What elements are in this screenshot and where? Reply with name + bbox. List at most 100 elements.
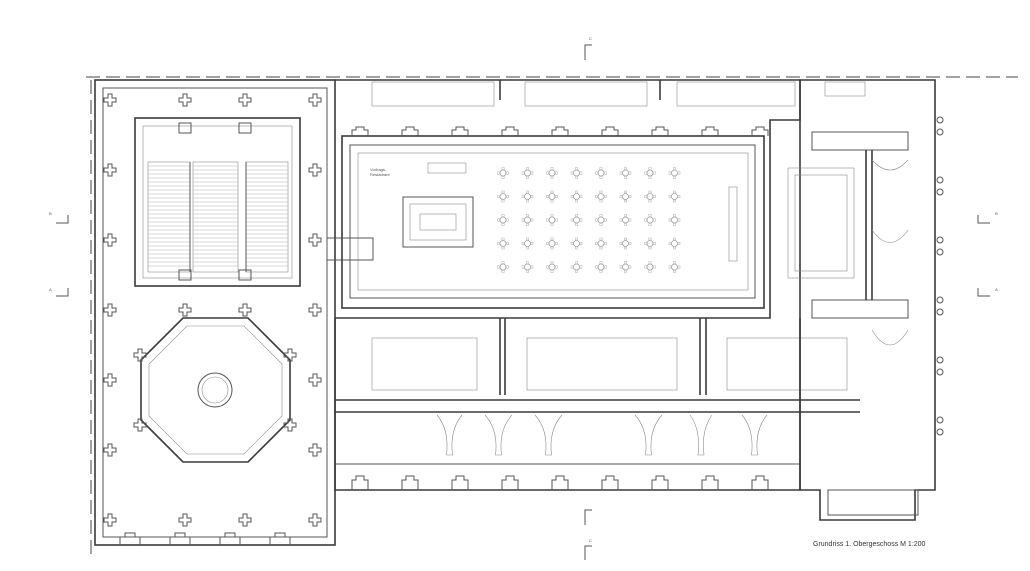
chair	[595, 218, 598, 222]
chair	[501, 246, 505, 250]
table	[524, 240, 531, 247]
table	[597, 193, 605, 200]
chair	[653, 171, 656, 175]
table	[622, 169, 629, 177]
pilaster-east	[936, 188, 944, 196]
chair	[604, 218, 607, 222]
chair	[555, 242, 558, 245]
chair	[579, 195, 583, 198]
table	[524, 169, 531, 177]
pier	[103, 373, 117, 387]
chair	[575, 167, 578, 170]
pilaster-hall-north	[651, 126, 669, 136]
pier	[308, 373, 322, 387]
pilasters	[119, 116, 944, 545]
chair	[501, 199, 505, 203]
table	[671, 216, 678, 224]
chair	[526, 246, 529, 250]
pilaster-east	[936, 248, 944, 256]
chair	[599, 261, 603, 264]
chair	[497, 195, 500, 198]
chair	[624, 190, 627, 194]
pilaster-south	[351, 475, 369, 490]
table	[646, 193, 654, 200]
chair	[604, 171, 607, 175]
chair	[653, 218, 656, 222]
table	[622, 263, 629, 271]
pier	[103, 443, 117, 457]
chair	[497, 242, 500, 245]
chair	[521, 242, 525, 245]
chair	[644, 265, 647, 269]
pilaster-east	[936, 356, 944, 364]
chair	[624, 270, 627, 273]
pier	[178, 303, 192, 317]
chair	[575, 246, 578, 250]
pilaster-east	[936, 428, 944, 436]
pier	[178, 122, 192, 134]
chair	[628, 218, 632, 222]
chair	[555, 265, 558, 269]
table	[646, 240, 654, 247]
chair	[624, 246, 627, 250]
chair	[555, 218, 558, 222]
section-marker-top: C	[584, 36, 592, 60]
chair	[575, 237, 578, 241]
chair	[506, 265, 509, 269]
chair	[570, 218, 574, 222]
chair	[648, 199, 652, 203]
chair	[501, 261, 505, 264]
chair	[575, 214, 578, 217]
pier	[308, 513, 322, 527]
chair	[677, 171, 681, 175]
chair	[506, 195, 509, 198]
table	[671, 240, 678, 247]
table-grid	[497, 167, 681, 273]
chair	[550, 223, 554, 226]
pilaster-hall-north	[751, 126, 769, 136]
chair	[673, 214, 676, 217]
chair	[575, 199, 578, 203]
vault	[484, 414, 513, 456]
chair	[668, 242, 672, 245]
chair	[501, 237, 505, 241]
chair	[673, 246, 676, 250]
section-marker-bottom: C	[584, 509, 592, 560]
staircase	[147, 161, 289, 273]
chair	[624, 176, 627, 179]
table	[597, 169, 605, 177]
chair	[599, 223, 603, 226]
chair	[570, 195, 574, 198]
pilaster-east	[936, 416, 944, 424]
west-piers	[103, 93, 322, 527]
chair	[648, 223, 652, 226]
section-marker-left-a-label: A	[49, 287, 52, 292]
chair	[648, 246, 652, 250]
pier	[133, 348, 147, 362]
chair	[526, 237, 529, 241]
section-marker-top-label: C	[589, 36, 592, 41]
table	[499, 240, 507, 247]
pilaster-east	[936, 236, 944, 244]
chair	[506, 242, 509, 245]
table	[499, 263, 507, 271]
vault	[689, 414, 713, 456]
pilaster-south	[551, 475, 569, 490]
chair	[673, 270, 676, 273]
pilaster-hall-north	[401, 126, 419, 136]
chair	[526, 199, 529, 203]
table	[548, 240, 556, 247]
table	[646, 216, 654, 224]
section-marker-right-a-label: A	[995, 287, 998, 292]
chair	[653, 242, 656, 245]
chair	[644, 171, 647, 175]
chair	[628, 195, 632, 198]
chair	[648, 270, 652, 273]
pier	[238, 269, 252, 281]
section-marker-left-a: A	[49, 287, 69, 297]
pilaster-east	[936, 368, 944, 376]
chair	[653, 195, 656, 198]
chair	[570, 265, 574, 269]
pier	[178, 93, 192, 107]
